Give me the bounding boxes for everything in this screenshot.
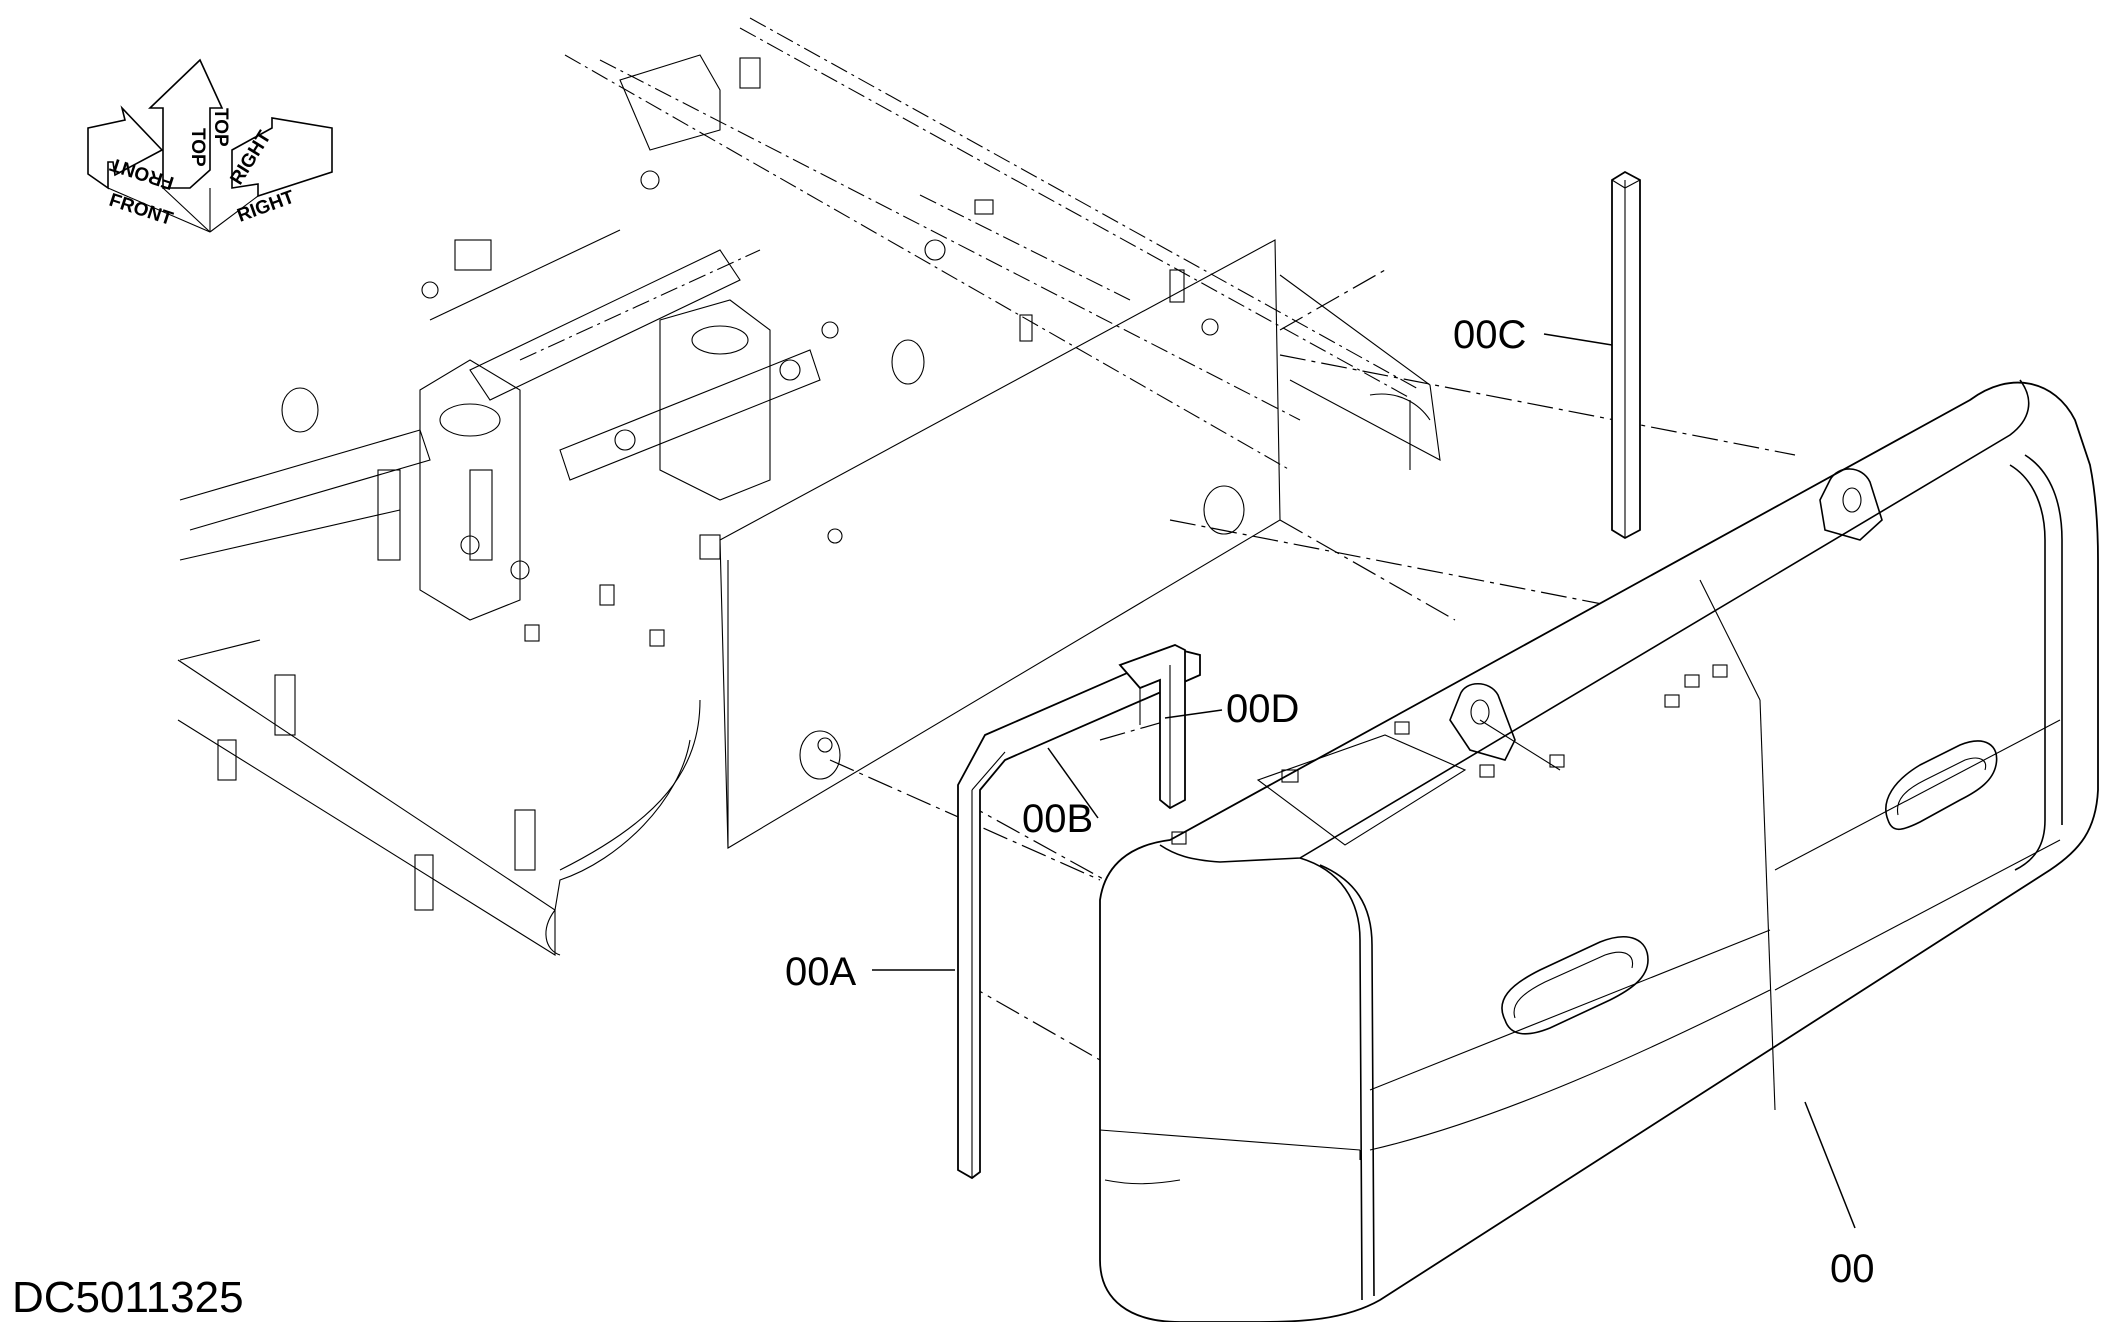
orientation-front-mirrored-label: FRONT	[107, 153, 176, 193]
spacer-00c	[1611, 170, 1641, 540]
callouts: 00C 00D 00B 00A 00	[785, 313, 1875, 1291]
callout-00: 00	[1830, 1247, 1875, 1291]
main-frame	[177, 17, 1441, 956]
callout-00a: 00A	[785, 950, 856, 994]
orientation-top-label: TOP	[187, 128, 208, 167]
orientation-icon: FRONT FRONT TOP TOP RIGHT RIGHT	[87, 58, 333, 233]
callout-00d: 00D	[1226, 687, 1299, 731]
orientation-top-second-label: TOP	[210, 108, 231, 147]
spacer-00a	[957, 649, 1201, 1180]
counterweight	[1099, 379, 2099, 1322]
spacer-00b-00d	[1118, 644, 1186, 810]
handhold-front	[1501, 936, 1649, 1035]
callout-00b: 00B	[1022, 797, 1093, 841]
handhold-side	[1885, 740, 1998, 831]
document-id: DC5011325	[12, 1273, 244, 1322]
orientation-right-second-label: RIGHT	[226, 127, 275, 189]
callout-00c: 00C	[1453, 313, 1526, 357]
orientation-front-label: FRONT	[106, 190, 175, 230]
